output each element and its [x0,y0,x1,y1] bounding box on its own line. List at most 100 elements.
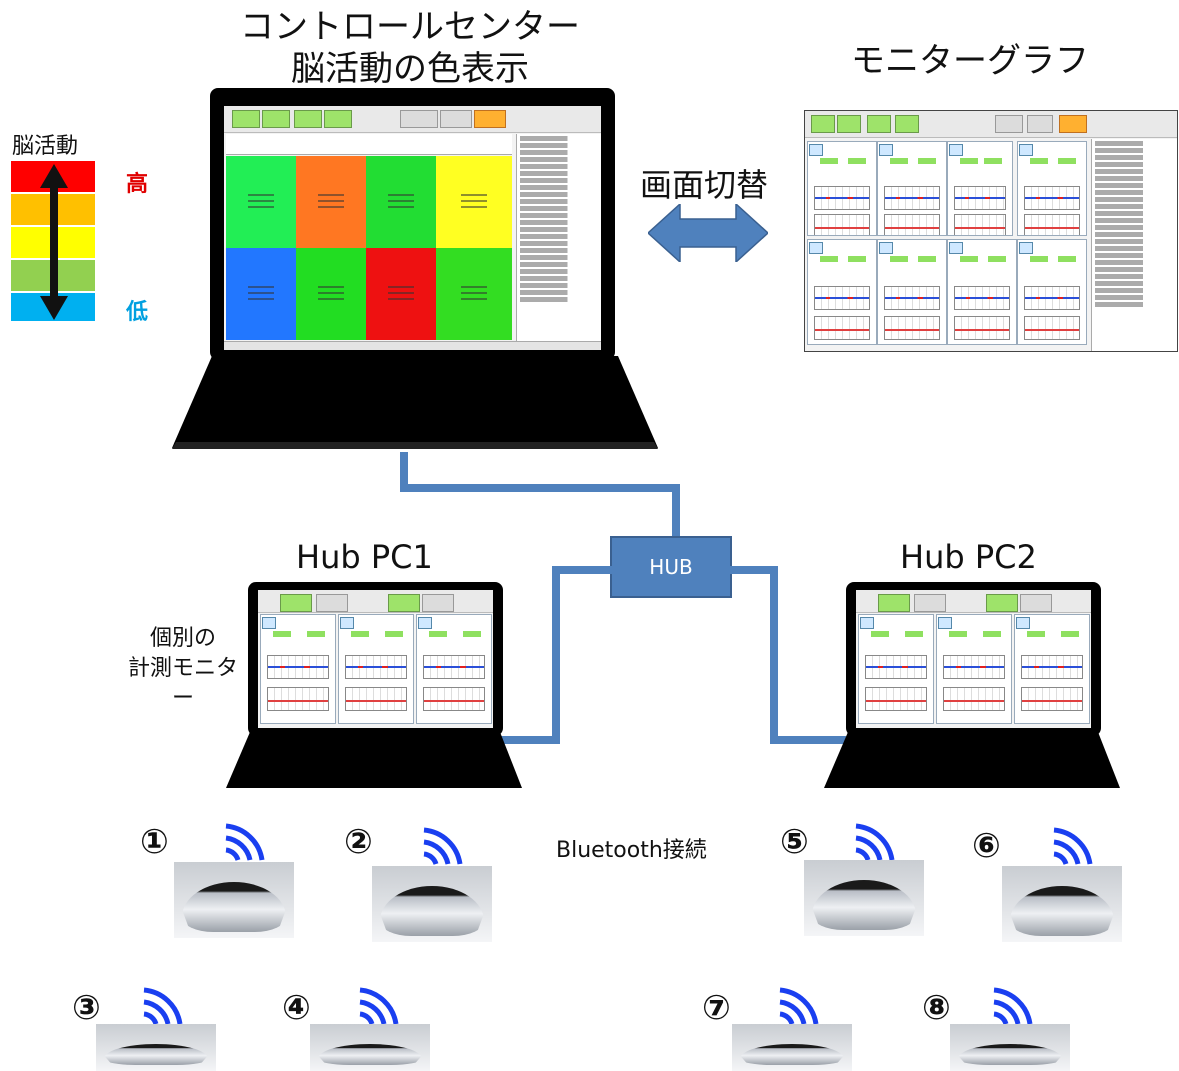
network-cable [730,566,778,574]
headband-device-1 [174,862,294,938]
device-number-5: ⑤ [780,822,809,862]
network-cable [770,566,778,744]
toolbar-button[interactable] [867,115,891,133]
toolbar-button[interactable] [995,115,1023,133]
graph-card [1017,141,1087,236]
toolbar-button[interactable] [895,115,919,133]
network-cable [490,736,560,744]
control-center-laptop-screen [210,88,615,360]
graph-card [947,239,1017,345]
headband-device-5 [804,860,924,936]
hub-pc2-laptop-base [824,732,1120,788]
individual-monitor-line2: 計測モニター [127,656,238,711]
device-number-4: ④ [282,988,311,1028]
toolbar-button[interactable] [914,594,946,612]
toolbar-button[interactable] [837,115,861,133]
headband-device-2 [372,866,492,942]
wifi-icon [143,987,183,1025]
device-number-2: ② [344,822,373,862]
hub-pc1-screen [258,590,493,728]
control-center-title-line2: 脳活動の色表示 [291,49,529,89]
toolbar-button[interactable] [324,110,352,128]
toolbar-button[interactable] [1059,115,1087,133]
measurement-card [416,614,492,724]
status-cell-8 [436,248,512,340]
screen-switch-label: 画面切替 [640,166,769,204]
measurement-card [858,614,934,724]
toolbar-button[interactable] [232,110,260,128]
control-info-bar [226,134,512,155]
control-center-title: コントロールセンター 脳活動の色表示 [230,6,590,90]
individual-monitor-line1: 個別の [149,626,216,651]
toolbar-button[interactable] [400,110,438,128]
toolbar-button[interactable] [986,594,1018,612]
control-toolbar [224,106,601,133]
device-number-6: ⑥ [972,826,1001,866]
status-cell-7 [366,248,436,340]
headband-device-4 [310,1024,430,1071]
hub-pc1-laptop-base [226,732,522,788]
toolbar-button[interactable] [422,594,454,612]
status-cell-3 [366,156,436,248]
toolbar-button[interactable] [294,110,322,128]
individual-monitor-label: 個別の 計測モニター [118,624,248,714]
control-center-laptop-base [172,356,658,449]
high-label: 高 [126,172,149,197]
measurement-card [338,614,414,724]
toolbar-button[interactable] [811,115,835,133]
toolbar-button[interactable] [878,594,910,612]
log-panel[interactable] [1091,139,1177,351]
wifi-icon [1053,827,1093,865]
device-number-3: ③ [72,988,101,1028]
headband-device-3 [96,1024,216,1071]
network-cable [672,484,680,540]
graph-card [877,141,947,236]
hub-pc2-screen [856,590,1091,728]
network-cable [552,566,560,744]
graph-card [947,141,1013,236]
wifi-icon [855,823,895,861]
toolbar-button[interactable] [262,110,290,128]
control-center-title-line1: コントロールセンター [240,7,580,47]
status-cell-6 [296,248,366,340]
toolbar-button[interactable] [1020,594,1052,612]
wifi-icon [993,987,1033,1025]
toolbar-button[interactable] [474,110,506,128]
wifi-icon [423,827,463,865]
graph-card [807,239,877,345]
status-cell-4 [436,156,512,248]
device-number-7: ⑦ [702,988,731,1028]
status-bar [224,341,601,350]
hub-pc2-label: Hub PC2 [900,538,1037,576]
network-cable [400,452,408,492]
status-cell-2 [296,156,366,248]
toolbar-button[interactable] [440,110,472,128]
headband-device-8 [950,1024,1070,1071]
control-center-screen [224,106,601,350]
bluetooth-label: Bluetooth接続 [556,838,707,863]
low-label: 低 [126,300,149,325]
toolbar-button[interactable] [388,594,420,612]
network-cable [400,484,680,492]
hub-pc1-laptop-screen [248,582,503,736]
double-arrow-icon [40,164,68,320]
graph-card [1017,239,1087,345]
graph-card [807,141,877,236]
status-cell-5 [226,248,296,340]
wifi-icon [225,823,265,861]
hub-box: HUB [610,536,732,598]
double-horizontal-arrow-icon [648,204,768,262]
toolbar-button[interactable] [280,594,312,612]
device-number-1: ① [140,822,169,862]
toolbar-button[interactable] [316,594,348,612]
hub-pc1-label: Hub PC1 [296,538,433,576]
monitor-graph-screen [804,110,1178,352]
hub-pc2-laptop-screen [846,582,1101,736]
wifi-icon [359,987,399,1025]
network-cable [552,566,612,574]
measurement-card [260,614,336,724]
toolbar-button[interactable] [1027,115,1053,133]
measurement-card [936,614,1012,724]
status-cell-1 [226,156,296,248]
log-panel[interactable] [516,134,601,342]
